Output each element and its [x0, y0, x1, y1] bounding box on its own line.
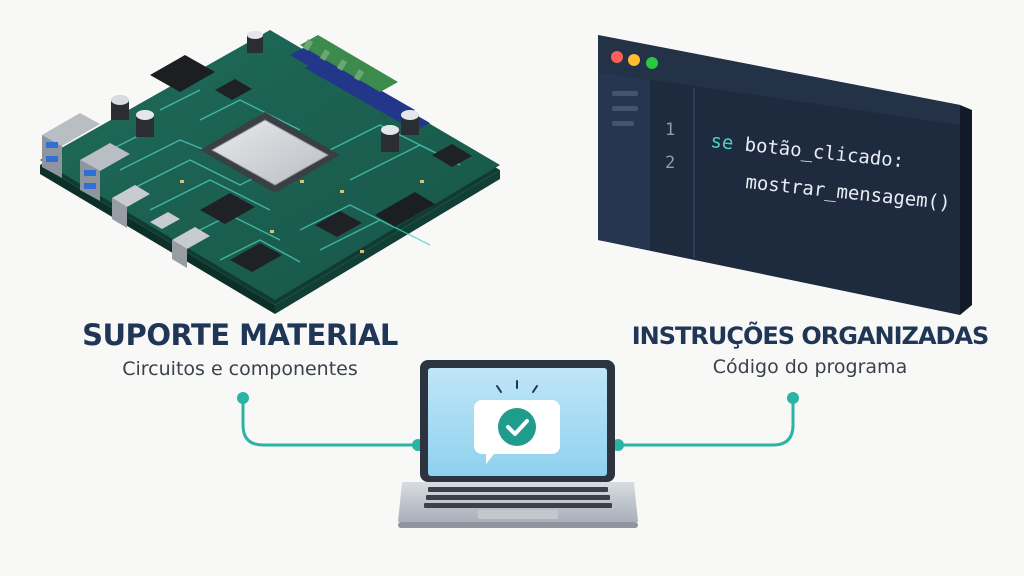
- hardware-subtitle: Circuitos e componentes: [122, 358, 358, 380]
- hardware-caption: SUPORTE MATERIAL Circuitos e componentes: [60, 318, 420, 380]
- checkmark-chat-icon: [474, 380, 560, 464]
- software-caption: INSTRUÇÕES ORGANIZADAS Código do program…: [630, 322, 990, 378]
- connector-right: [618, 398, 795, 447]
- sidebar-line: [612, 121, 634, 126]
- hardware-title: SUPORTE MATERIAL: [82, 318, 398, 352]
- line-number: 1: [665, 120, 675, 140]
- laptop-icon: [398, 360, 638, 528]
- software-subtitle: Código do programa: [712, 356, 908, 378]
- code-editor-window: 1 2 se botão_clicado: mostrar_mensagem(): [598, 35, 972, 315]
- close-dot-icon: [611, 51, 623, 63]
- connector-dot: [787, 392, 799, 404]
- connector-left: [241, 398, 418, 447]
- motherboard-icon: [40, 30, 500, 314]
- minimize-dot-icon: [628, 54, 640, 66]
- sidebar-line: [612, 91, 638, 96]
- maximize-dot-icon: [646, 57, 658, 69]
- line-number: 2: [665, 153, 675, 173]
- sidebar-line: [612, 106, 638, 111]
- connector-lines: [241, 398, 795, 447]
- software-title: INSTRUÇÕES ORGANIZADAS: [631, 322, 990, 350]
- code-keyword: se: [709, 130, 734, 154]
- connector-dot: [237, 392, 249, 404]
